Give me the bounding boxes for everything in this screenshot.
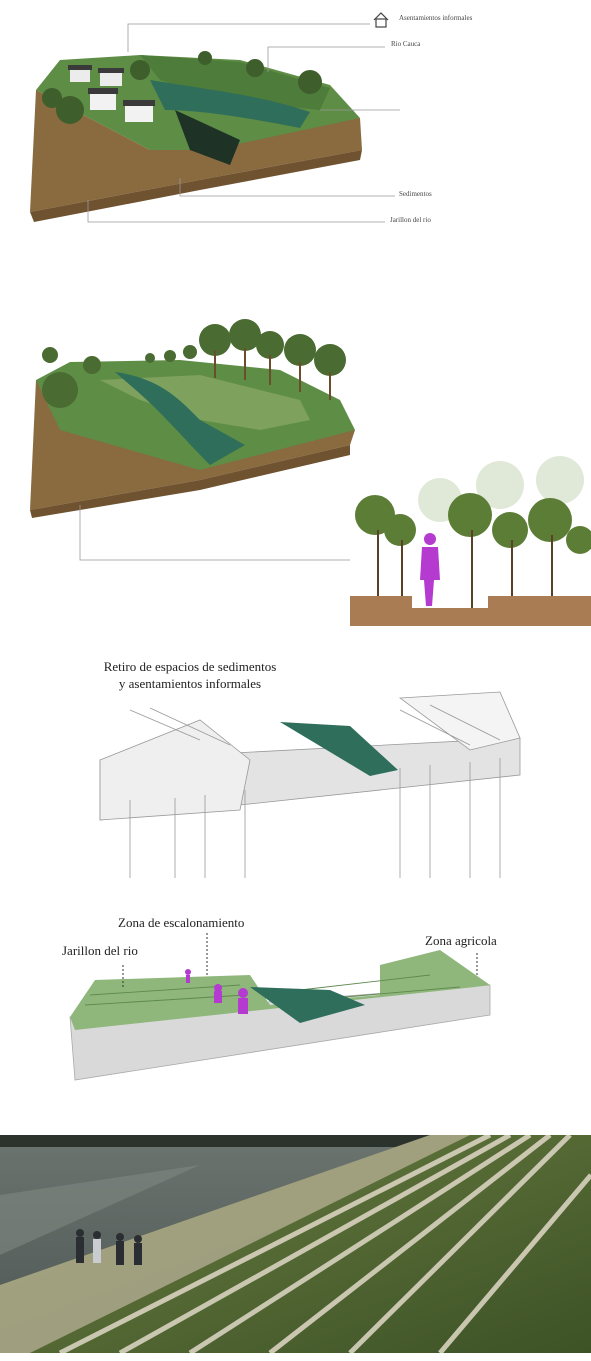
diagram-restored [0,290,591,640]
house-icon [373,12,389,28]
trees-2 [42,319,346,408]
terrain-block-1 [30,12,400,223]
terrain-block-2 [30,319,591,626]
label-levee-2: Jarillon del rio [62,943,138,958]
trees-1 [42,51,322,124]
section-view [350,456,591,626]
diagram-removal: Retiro de espacios de sedimentos y asent… [0,650,591,890]
title-line-1: Retiro de espacios de sedimentos [103,659,277,674]
terrace-river [250,987,365,1023]
diagram-terraces: Zona de escalonamiento Jarillon del rio … [0,905,591,1090]
label-terracing-zone: Zona de escalonamiento [118,915,245,930]
title-line-2: y asentamientos informales [118,676,262,691]
label-sediments: Sedimentos [399,190,432,198]
diagram-current-state: Asentamientos informales Rio Cauca Sedim… [0,0,591,250]
grey-terrain-block [99,691,521,878]
person-markers [185,969,248,1014]
people-walking [76,1229,142,1265]
label-agricultural-zone: Zona agricola [425,933,497,948]
person-icon [420,533,440,606]
label-informal-settlements: Asentamientos informales [399,14,473,22]
label-river: Rio Cauca [391,40,421,48]
restored-river [115,372,245,465]
informal-houses [68,65,155,122]
label-levee-1: Jarillon del rio [390,216,431,224]
sediment-pit [175,110,240,165]
terraced-block [69,933,491,1081]
photo-riverside-terraces [0,1135,591,1353]
river-channel [150,80,310,128]
leader-line-2 [79,505,350,561]
diagram-title: Retiro de espacios de sedimentos y asent… [40,658,340,692]
photo-illustration [0,1135,591,1353]
leader-lines-1 [87,23,400,223]
river-strip [280,722,398,776]
